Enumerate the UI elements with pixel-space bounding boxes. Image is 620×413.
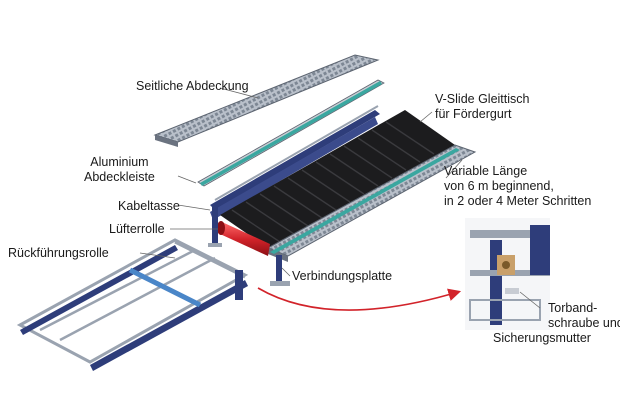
label-torband-line3: Sicherungsmutter [493,331,591,345]
label-side-cover-text: Seitliche Abdeckung [136,79,249,93]
label-connecting-plate-text: Verbindungsplatte [292,269,393,283]
label-cable-tray: Kabeltasse [118,199,180,214]
label-fan-roller: Lüfterrolle [109,222,165,237]
front-legs [208,205,290,286]
label-vslide-line1: V-Slide Gleittisch [435,92,530,106]
label-variable-length-line3: in 2 oder 4 Meter Schritten [444,194,592,208]
label-torband: Torband- schraube und Sicherungsmutter [493,301,620,346]
label-torband-line2: schraube und [548,316,620,330]
side-cover-right [266,144,477,262]
label-return-roller: Rückführungsrolle [8,246,109,261]
label-aluminium-line1: Aluminium [90,155,149,169]
label-return-roller-text: Rückführungsrolle [8,246,109,260]
label-vslide: V-Slide Gleittisch für Fördergurt [435,92,529,122]
belt-black-slats [220,110,455,248]
label-variable-length-line1: Variable Länge [444,164,528,178]
label-side-cover: Seitliche Abdeckung [136,79,249,94]
detail-arrow [257,287,462,311]
side-cover-top [153,54,380,147]
label-aluminium-line2: Abdeckleiste [84,170,155,184]
main-frame [210,105,380,220]
return-roller-frame [16,238,249,371]
label-aluminium: Aluminium Abdeckleiste [84,155,155,185]
label-vslide-line2: für Fördergurt [435,107,512,121]
fan-roller [217,221,270,256]
aluminium-cover-strip [197,79,385,187]
label-cable-tray-text: Kabeltasse [118,199,180,213]
leader-lines [139,87,541,309]
label-torband-line1: Torband- [548,301,598,315]
detail-inset [465,218,550,330]
label-fan-roller-text: Lüfterrolle [109,222,165,236]
label-connecting-plate: Verbindungsplatte [292,269,392,284]
label-variable-length-line2: von 6 m beginnend, [444,179,554,193]
label-variable-length: Variable Länge von 6 m beginnend, in 2 o… [444,164,591,209]
